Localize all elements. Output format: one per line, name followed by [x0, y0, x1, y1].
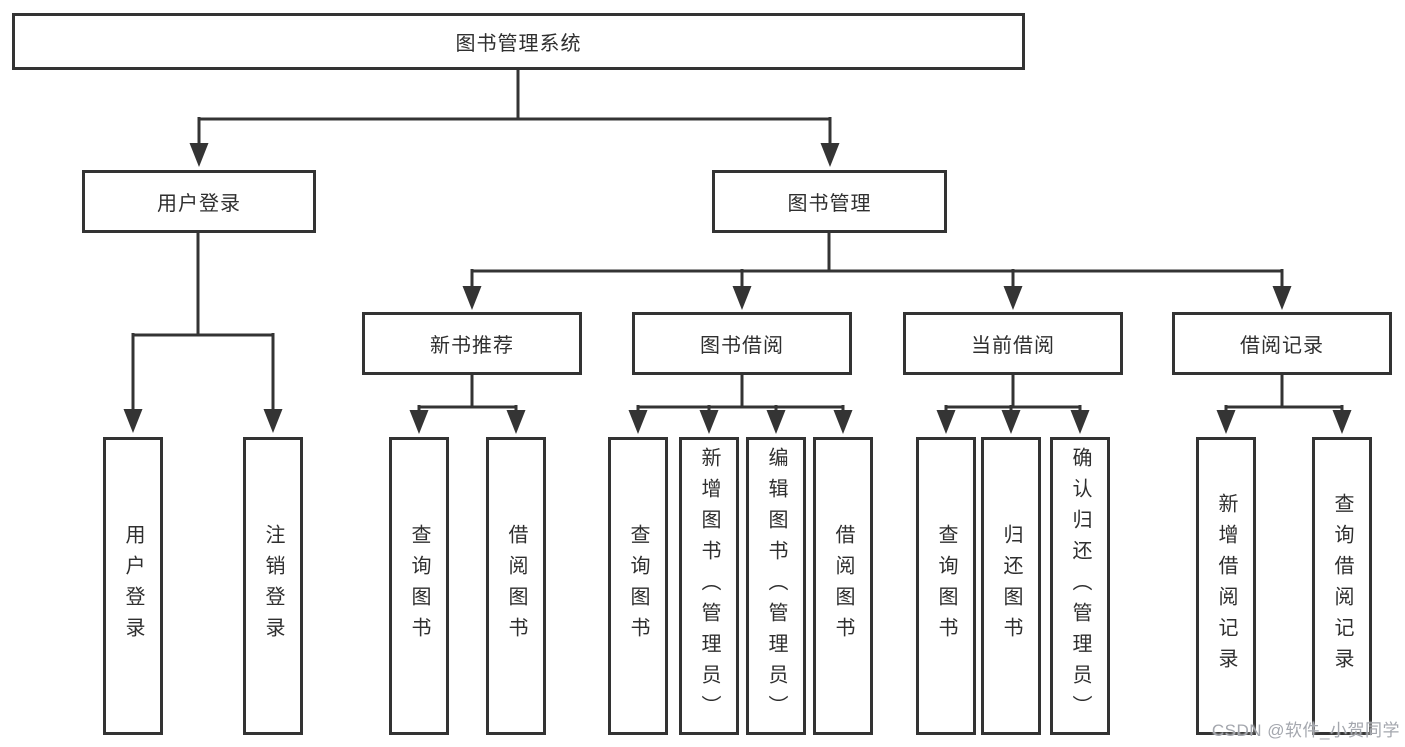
leaf-borrow-books-recommend-label: 借阅图书	[505, 524, 527, 648]
node-root: 图书管理系统	[12, 13, 1025, 70]
leaf-return-book: 归还图书	[981, 437, 1041, 735]
arrowheads	[123, 143, 1352, 434]
leaf-query-books-recommend-label: 查询图书	[408, 524, 430, 648]
leaf-query-books-current: 查询图书	[916, 437, 976, 735]
leaf-query-books-borrow: 查询图书	[608, 437, 668, 735]
leaf-query-books-current-label: 查询图书	[935, 524, 957, 648]
leaf-return-book-label: 归还图书	[1000, 524, 1022, 648]
leaf-edit-book-admin: 编辑图书（管理员）	[746, 437, 806, 735]
leaf-borrow-books-recommend: 借阅图书	[486, 437, 546, 735]
node-book-borrow: 图书借阅	[632, 312, 852, 375]
leaf-add-borrow-record-label: 新增借阅记录	[1215, 493, 1237, 679]
node-root-label: 图书管理系统	[455, 33, 582, 55]
node-user-login-label: 用户登录	[157, 193, 241, 215]
leaf-confirm-return-admin: 确认归还（管理员）	[1050, 437, 1110, 735]
leaf-edit-book-admin-label: 编辑图书（管理员）	[765, 446, 787, 726]
node-book-management-label: 图书管理	[787, 193, 872, 215]
leaf-user-login-label: 用户登录	[122, 524, 144, 648]
node-new-book-recommend: 新书推荐	[362, 312, 582, 375]
node-current-borrow: 当前借阅	[903, 312, 1123, 375]
leaf-confirm-return-admin-label: 确认归还（管理员）	[1069, 446, 1091, 726]
leaf-add-book-admin-label: 新增图书（管理员）	[698, 446, 720, 726]
node-book-borrow-label: 图书借阅	[700, 335, 784, 357]
leaf-query-borrow-record-label: 查询借阅记录	[1331, 493, 1353, 679]
leaf-add-book-admin: 新增图书（管理员）	[679, 437, 739, 735]
leaf-borrow-books-label: 借阅图书	[832, 524, 854, 648]
leaf-query-borrow-record: 查询借阅记录	[1312, 437, 1372, 735]
leaf-user-login: 用户登录	[103, 437, 163, 735]
node-borrow-records-label: 借阅记录	[1240, 335, 1324, 357]
tree-edges	[131, 70, 1344, 411]
csdn-watermark: CSDN @软件_小贺同学	[1211, 721, 1400, 740]
node-current-borrow-label: 当前借阅	[971, 335, 1055, 357]
leaf-logout-label: 注销登录	[262, 524, 284, 648]
leaf-borrow-books: 借阅图书	[813, 437, 873, 735]
node-user-login: 用户登录	[82, 170, 316, 233]
node-new-book-recommend-label: 新书推荐	[430, 335, 514, 357]
node-borrow-records: 借阅记录	[1172, 312, 1392, 375]
leaf-query-books-borrow-label: 查询图书	[627, 524, 649, 648]
leaf-query-books-recommend: 查询图书	[389, 437, 449, 735]
node-book-management: 图书管理	[712, 170, 947, 233]
leaf-add-borrow-record: 新增借阅记录	[1196, 437, 1256, 735]
leaf-logout: 注销登录	[243, 437, 303, 735]
